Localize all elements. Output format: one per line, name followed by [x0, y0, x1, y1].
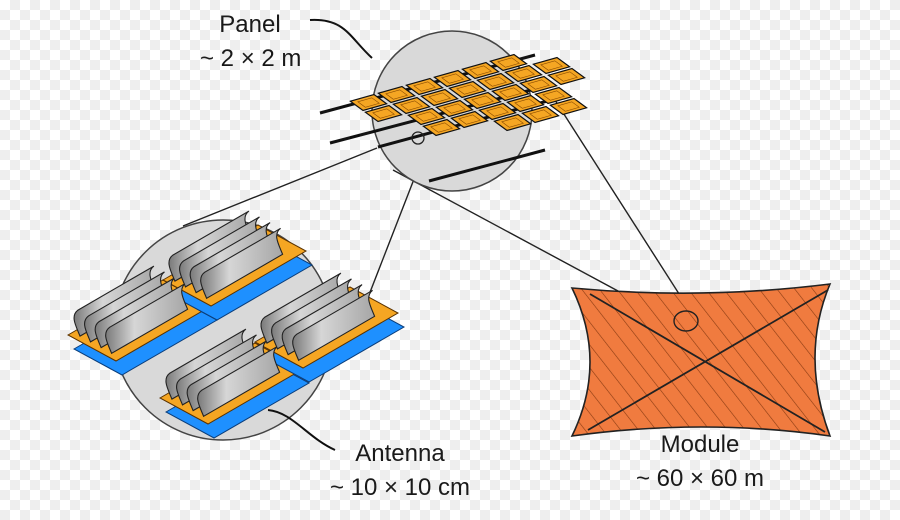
panel-tile-grid	[349, 53, 588, 137]
module-size: ~ 60 × 60 m	[635, 465, 765, 492]
panel-tile-inner	[514, 98, 537, 109]
panel-tile-inner	[542, 90, 565, 101]
panel-tile	[476, 72, 515, 91]
panel-tile-inner	[527, 79, 550, 90]
panel-tile-inner	[458, 114, 481, 125]
panel-magnifier	[319, 30, 588, 192]
panel-tile	[549, 97, 588, 116]
panel-tile-inner	[512, 68, 535, 79]
panel-tile-inner	[385, 89, 408, 100]
panel-tile	[532, 56, 571, 75]
panel-tile	[448, 80, 487, 99]
panel-tile-inner	[357, 97, 380, 108]
panel-tile-inner	[443, 103, 466, 114]
panel-tile-inner	[557, 101, 580, 112]
panel-tile	[392, 96, 431, 115]
panel-tile-inner	[486, 106, 509, 117]
panel-tile	[519, 75, 558, 94]
panel-tile-inner	[484, 76, 507, 87]
antenna-dipole-fin	[200, 227, 284, 300]
panel-tile	[422, 118, 461, 137]
panel-tile	[493, 113, 532, 132]
panel-tile-inner	[501, 117, 524, 128]
panel-tile	[405, 77, 444, 96]
panel-tile-inner	[441, 73, 464, 84]
panel-tile-inner	[456, 84, 479, 95]
panel-tile	[478, 102, 517, 121]
panel-tile-inner	[555, 71, 578, 82]
panel-tile	[450, 110, 489, 129]
panel-tile	[349, 93, 388, 112]
module-label: Module ~ 60 × 60 m	[625, 428, 775, 496]
panel-tile	[433, 69, 472, 88]
label-leader-curves	[267, 18, 373, 451]
panel-title: Panel	[219, 11, 281, 38]
panel-tile-inner	[540, 60, 563, 71]
antenna-title: Antenna	[355, 440, 445, 467]
antenna-size: ~ 10 × 10 cm	[329, 474, 471, 501]
panel-tile	[364, 104, 403, 123]
antenna-dipole-fin	[292, 289, 376, 362]
panel-tile-inner	[372, 108, 395, 119]
panel-tile	[547, 67, 586, 86]
antenna-magnifier	[66, 210, 406, 441]
panel-tile	[489, 53, 528, 72]
panel-tile-inner	[529, 109, 552, 120]
panel-tile-inner	[497, 57, 520, 68]
panel-tile	[534, 86, 573, 105]
antenna-label: Antenna ~ 10 × 10 cm	[320, 437, 480, 505]
panel-size: ~ 2 × 2 m	[200, 45, 302, 72]
panel-tile-inner	[430, 122, 453, 133]
panel-tile	[463, 91, 502, 110]
panel-tile-inner	[400, 100, 423, 111]
panel-tile	[504, 64, 543, 83]
panel-tile	[377, 85, 416, 104]
panel-tile	[420, 88, 459, 107]
module-shape	[570, 283, 832, 437]
panel-tile	[506, 94, 545, 113]
panel-tile-inner	[499, 87, 522, 98]
panel-tile	[435, 99, 474, 118]
panel-tile	[491, 83, 530, 102]
panel-tile-inner	[428, 92, 451, 103]
panel-tile	[521, 105, 560, 124]
antenna-element-group	[66, 210, 406, 439]
panel-tile	[407, 107, 446, 126]
module-title: Module	[660, 431, 740, 458]
panel-label: Panel ~ 2 × 2 m	[200, 8, 302, 76]
panel-tile-inner	[415, 111, 438, 122]
panel-tile	[461, 61, 500, 80]
panel-tile-inner	[471, 95, 494, 106]
panel-tile-inner	[469, 65, 492, 76]
panel-tile-inner	[413, 81, 436, 92]
